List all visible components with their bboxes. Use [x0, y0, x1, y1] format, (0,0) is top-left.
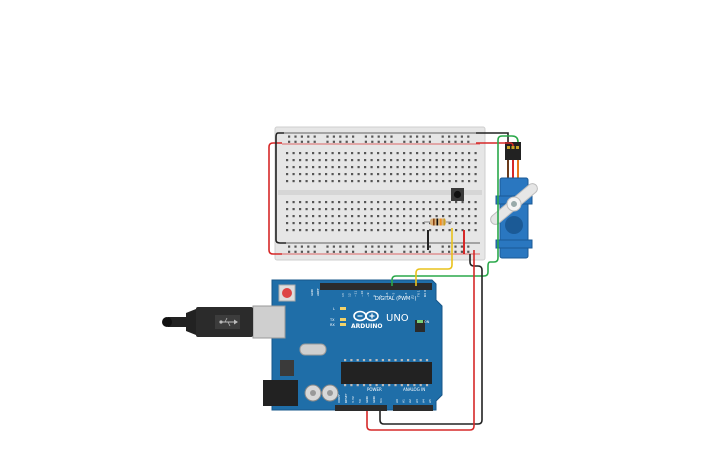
analog-in-label: ANALOG IN: [403, 387, 425, 392]
breadboard-top-rail: [288, 135, 470, 143]
wire-red-servo-power[interactable]: [476, 142, 514, 147]
arduino-uno-board[interactable]: DIGITAL (PWM~) ARDUINO UNO ON L TX RX PO…: [252, 279, 443, 411]
power-label: POWER: [367, 387, 382, 392]
pin-label: ~3: [404, 292, 408, 297]
breadboard-bottom-strip: [286, 201, 477, 232]
pin-label: 3.3V: [351, 395, 355, 403]
usb-cable[interactable]: [162, 307, 253, 337]
pin-label: RX 0: [423, 290, 427, 297]
pin-label: TX 1: [417, 290, 421, 298]
on-led-label: ON: [424, 320, 430, 324]
pin-label: GND: [372, 395, 376, 403]
pin-label: 8: [373, 295, 377, 297]
wire-yellow-button-signal[interactable]: [415, 228, 453, 286]
digital-pwm-label: DIGITAL (PWM~): [375, 296, 417, 302]
wire-black-left-rail[interactable]: [275, 132, 286, 244]
microcontroller-pins: [344, 359, 429, 387]
wire-red-5v-arduino[interactable]: [366, 250, 475, 431]
pin-label: 12: [347, 293, 351, 297]
pin-label: 5V: [358, 398, 362, 403]
tx-led-label: TX: [329, 318, 335, 322]
breadboard-bottom-rail: [288, 245, 470, 253]
l-led-label: L: [333, 307, 335, 311]
rx-led-label: RX: [330, 323, 335, 327]
pin-label: A2: [408, 399, 412, 403]
breadboard-top-strip: [286, 152, 477, 183]
pin-label: 7: [379, 295, 383, 297]
pin-label: 2: [410, 295, 414, 297]
pin-label: A4: [421, 399, 425, 403]
pin-label: Vin: [379, 398, 383, 403]
pushbutton[interactable]: [451, 188, 464, 201]
aref-label: AREF: [316, 288, 320, 296]
wire-black-gnd-arduino[interactable]: [379, 254, 483, 425]
pin-label: A0: [395, 399, 399, 403]
servo-motor[interactable]: [487, 142, 540, 259]
pin-label: 4: [398, 295, 402, 297]
gnd-label: GND: [310, 288, 314, 296]
pin-label: A5: [428, 399, 432, 403]
model-label: UNO: [386, 313, 409, 324]
pin-label: RESET: [344, 393, 348, 403]
pin-label: ~5: [391, 292, 395, 297]
pin-label: 13: [341, 293, 345, 297]
breadboard[interactable]: [274, 126, 486, 261]
pin-label: A1: [402, 399, 406, 403]
brand-label: ARDUINO: [351, 323, 382, 330]
arduino-logo-icon: [353, 310, 379, 322]
wire-black-servo-gnd[interactable]: [476, 132, 509, 142]
pin-label: ~9: [366, 292, 370, 297]
usb-icon: [219, 317, 238, 327]
pin-label: IOREF: [337, 394, 341, 403]
resistor[interactable]: [424, 218, 452, 226]
pin-label: ~11: [354, 291, 358, 297]
pin-label: ~10: [360, 291, 364, 297]
pin-label: ~6: [385, 292, 389, 297]
wire-green-servo-signal[interactable]: [391, 135, 519, 286]
pin-label: A3: [415, 399, 419, 403]
wire-red-left-rail[interactable]: [268, 142, 282, 255]
pin-label: GND: [365, 395, 369, 403]
